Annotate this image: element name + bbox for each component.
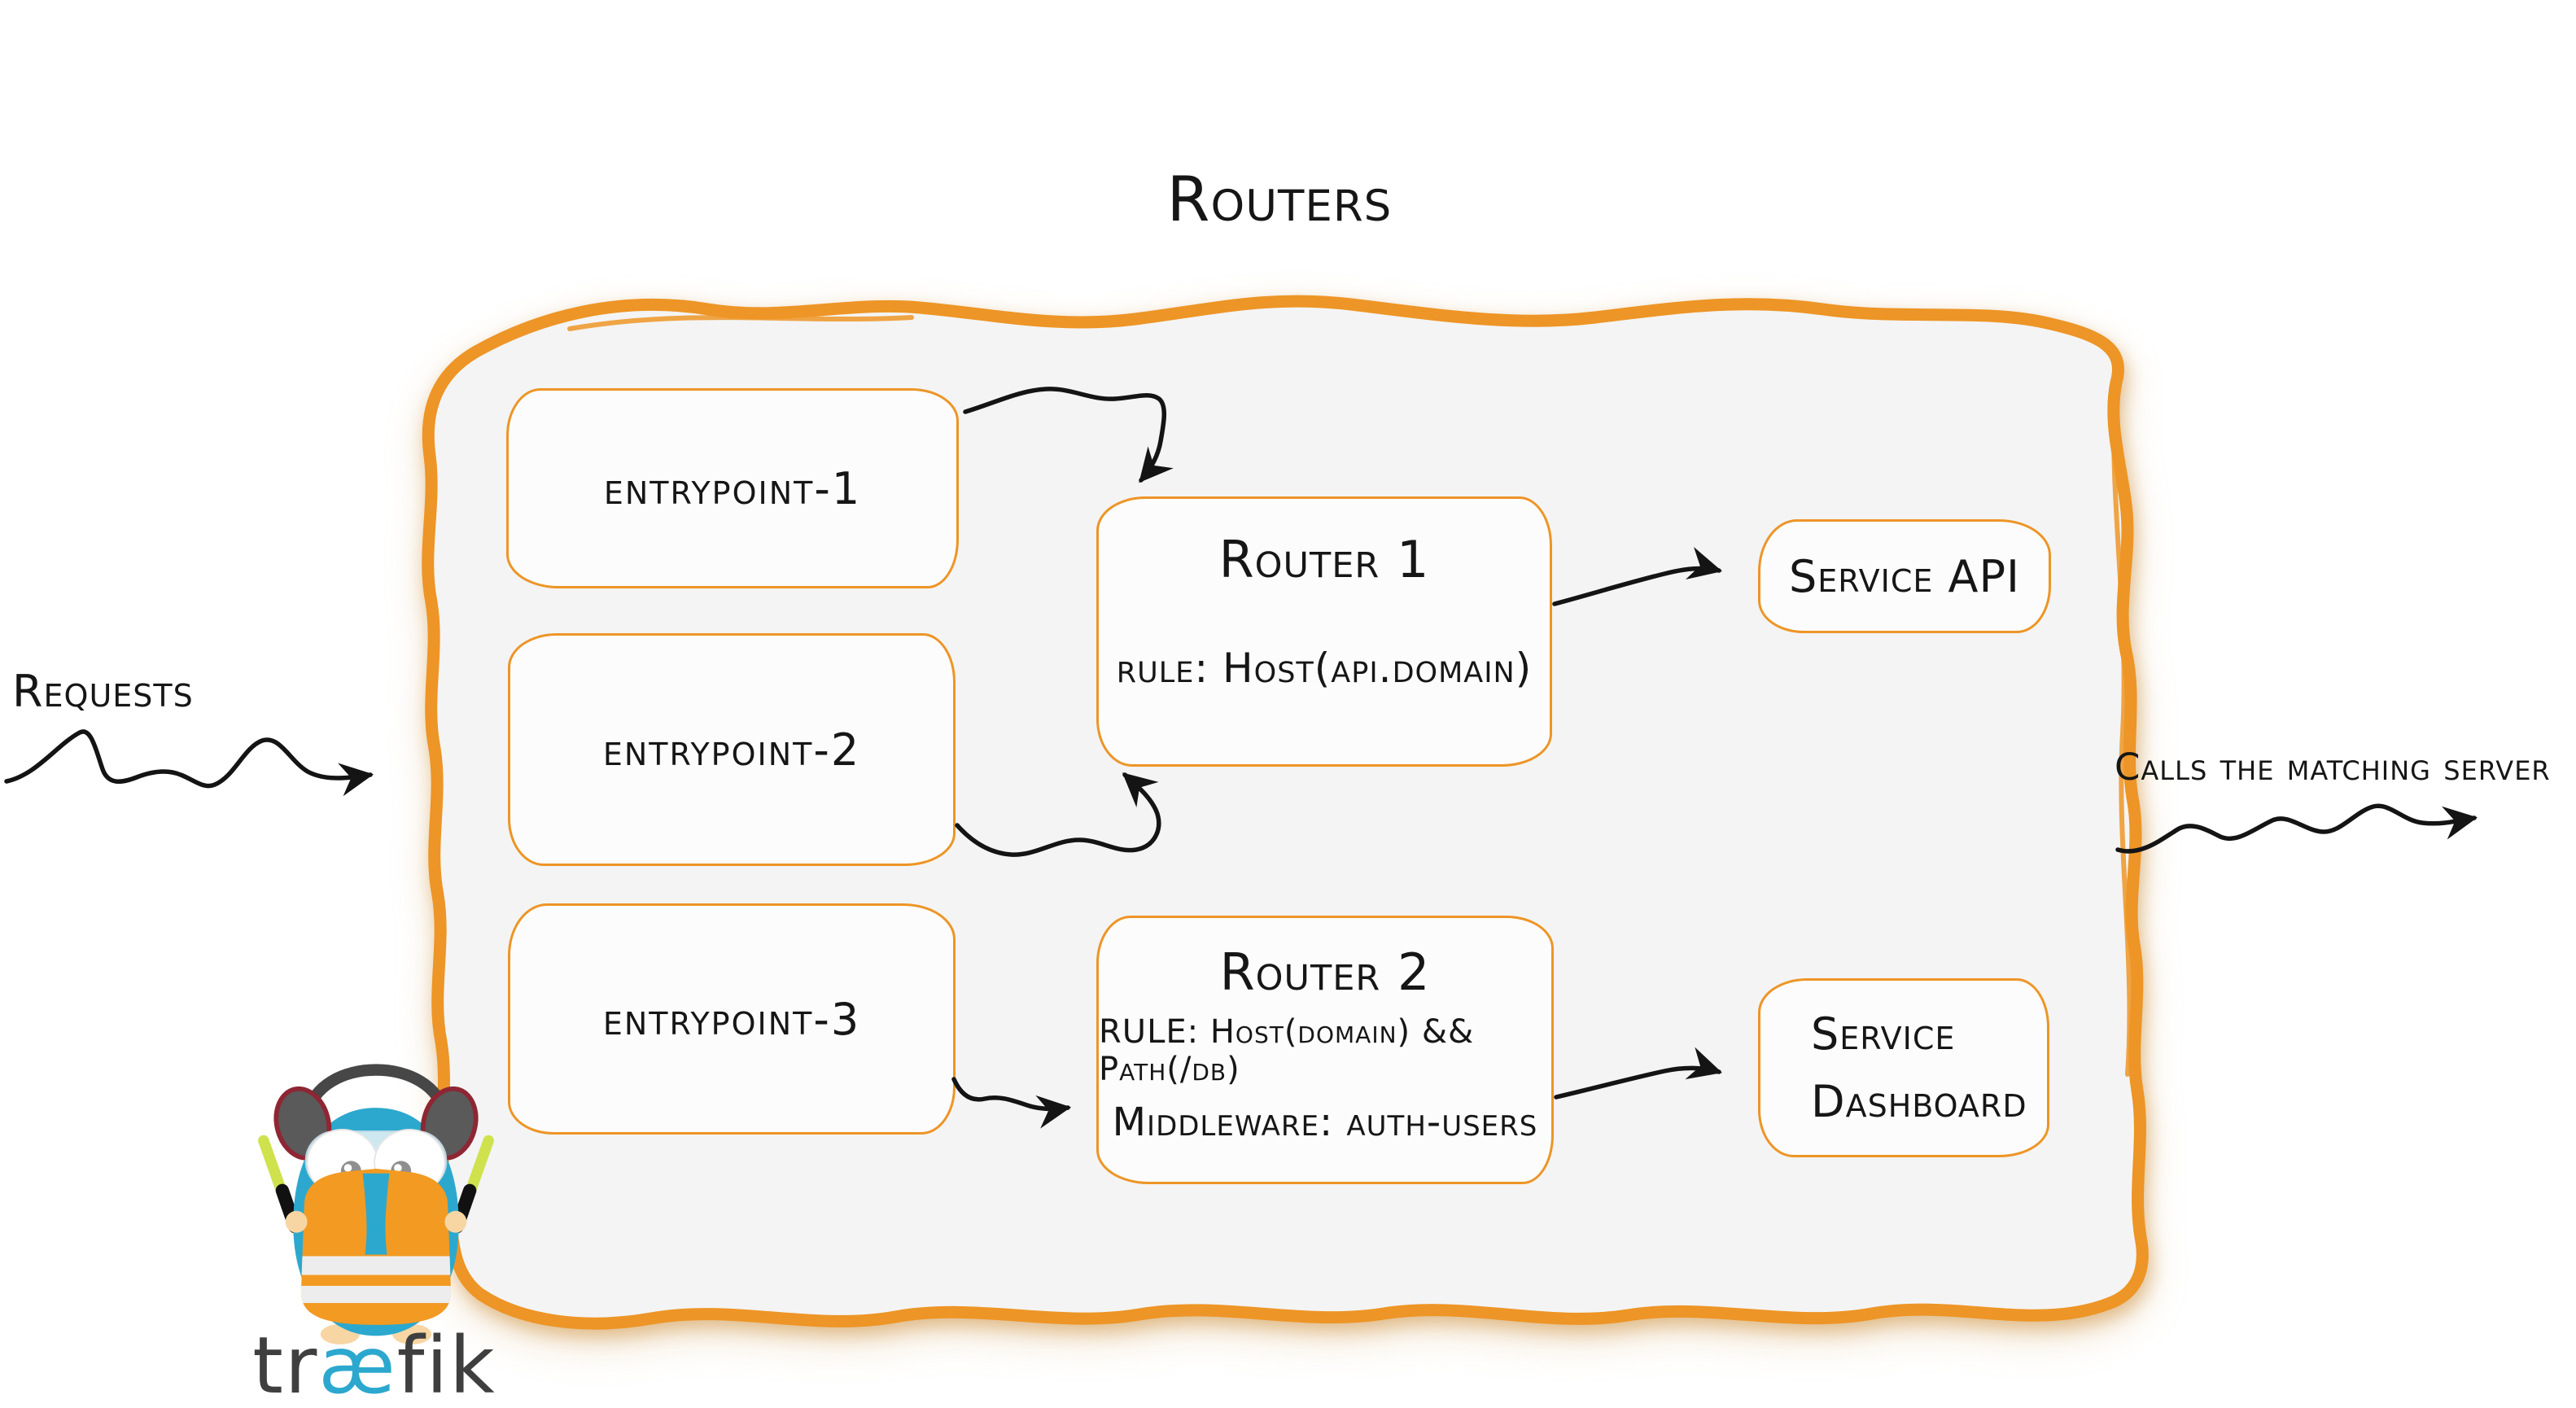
entrypoint-1-label: entrypoint-1 <box>603 462 862 514</box>
service-dashboard-box: Service Dashboard <box>1758 978 2049 1157</box>
left-eye-glint <box>343 1164 352 1172</box>
service-api-label: Service API <box>1789 550 2020 602</box>
service-api-box: Service API <box>1758 519 2051 633</box>
wordmark-pre: tr <box>252 1320 319 1408</box>
wordmark-ae: æ <box>318 1320 397 1408</box>
entrypoint-2-label: entrypoint-2 <box>602 724 861 776</box>
router-2-box: Router 2 RULE: Host(domain) && Path(/db)… <box>1096 916 1554 1184</box>
router-2-title: Router 2 <box>1219 942 1431 1002</box>
wordmark-post: fik <box>396 1320 496 1408</box>
entrypoint-3-label: entrypoint-3 <box>602 993 861 1045</box>
vest-stripe-1 <box>300 1256 452 1275</box>
entrypoint-2-box: entrypoint-2 <box>508 633 956 866</box>
service-dashboard-label-line1: Service <box>1811 1008 1956 1060</box>
container-border-accent <box>567 315 2132 1077</box>
router-1-rule: rule: Host(api.domain) <box>1116 645 1533 692</box>
vest-stripe-2 <box>300 1285 452 1304</box>
service-dashboard-label-line2: Dashboard <box>1811 1076 2027 1127</box>
traefik-wordmark: træfik <box>203 1320 545 1408</box>
router-2-middleware: Middleware: auth-users <box>1112 1100 1538 1145</box>
right-eye-glint <box>394 1164 402 1172</box>
right-hand <box>444 1210 467 1233</box>
vest-chest-gap <box>362 1173 390 1255</box>
page-title: Routers <box>1166 163 1393 235</box>
requests-label: Requests <box>12 666 194 717</box>
router-1-box: Router 1 rule: Host(api.domain) <box>1096 496 1552 767</box>
left-hand <box>285 1210 308 1233</box>
calls-matching-server-label: Calls the matching server <box>2115 746 2551 789</box>
traefik-gopher-logo <box>258 1064 494 1345</box>
entrypoint-3-box: entrypoint-3 <box>508 903 956 1135</box>
router-1-title: Router 1 <box>1218 530 1430 589</box>
entrypoint-1-box: entrypoint-1 <box>506 388 959 588</box>
router-2-rule: RULE: Host(domain) && Path(/db) <box>1099 1013 1475 1088</box>
